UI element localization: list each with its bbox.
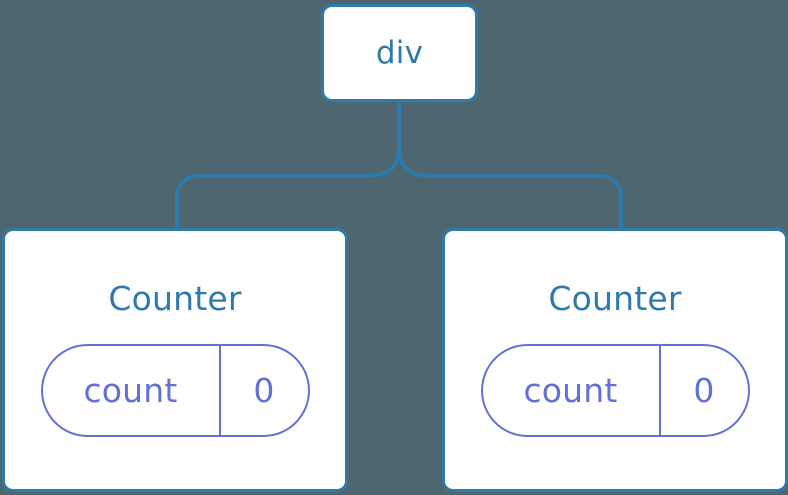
state-key-label: count — [83, 371, 178, 410]
state-value-label: 0 — [658, 346, 748, 435]
node-counter-right[interactable]: Counter count 0 — [442, 228, 788, 492]
node-counter-left-label: Counter — [108, 279, 242, 318]
edge-root-to-right-child — [397, 146, 623, 230]
node-counter-left[interactable]: Counter count 0 — [2, 228, 348, 492]
state-pill-count-left[interactable]: count 0 — [40, 344, 310, 437]
node-counter-right-label: Counter — [548, 279, 682, 318]
state-pill-count-right[interactable]: count 0 — [480, 344, 750, 437]
node-div[interactable]: div — [321, 4, 478, 102]
state-key-label: count — [523, 371, 618, 410]
state-value-label: 0 — [218, 346, 308, 435]
edge-root-to-left-child — [175, 146, 401, 230]
node-div-label: div — [375, 35, 424, 71]
